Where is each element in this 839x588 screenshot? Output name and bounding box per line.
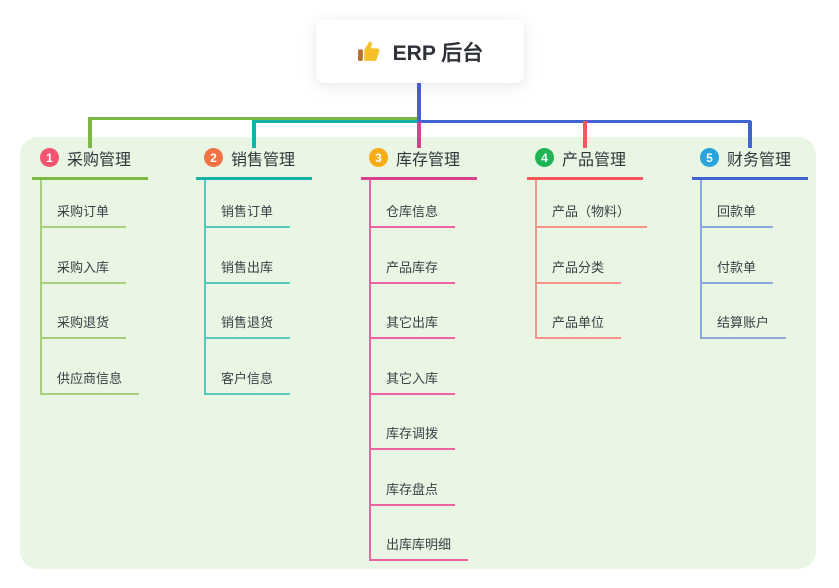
branch-children-4: 产品（物料） 产品分类 产品单位	[535, 180, 648, 339]
child-node[interactable]: 产品分类	[537, 228, 622, 284]
connector-branch-2	[253, 120, 420, 123]
child-node[interactable]: 结算账户	[702, 284, 787, 339]
root-title: ERP 后台	[392, 41, 484, 65]
branch-title-label: 产品管理	[562, 151, 627, 169]
branch-title-4[interactable]: 4 产品管理	[527, 144, 643, 180]
branch-title-label: 采购管理	[67, 151, 132, 169]
child-node[interactable]: 采购退货	[42, 284, 127, 339]
connector-drop-branch-3	[417, 122, 421, 148]
branch-badge-4: 4	[535, 148, 554, 167]
connector-root	[417, 83, 421, 122]
branch-title-5[interactable]: 5 财务管理	[692, 144, 808, 180]
branch-title-label: 库存管理	[396, 151, 461, 169]
child-node[interactable]: 付款单	[702, 228, 774, 284]
branch-title-1[interactable]: 1 采购管理	[32, 144, 148, 180]
child-node[interactable]: 其它出库	[371, 284, 456, 339]
child-node[interactable]: 产品（物料）	[537, 180, 648, 228]
child-node[interactable]: 采购订单	[42, 180, 127, 228]
branch-title-3[interactable]: 3 库存管理	[361, 144, 477, 180]
child-node[interactable]: 仓库信息	[371, 180, 456, 228]
child-node[interactable]: 产品单位	[537, 284, 622, 339]
mindmap-canvas	[20, 137, 816, 569]
branch-children-5: 回款单 付款单 结算账户	[700, 180, 787, 339]
branch-badge-1: 1	[40, 148, 59, 167]
child-node[interactable]: 其它入库	[371, 339, 456, 395]
child-node[interactable]: 客户信息	[206, 339, 291, 395]
branch-title-label: 销售管理	[231, 151, 296, 169]
child-node[interactable]: 销售退货	[206, 284, 291, 339]
connector-drop-branch-2	[252, 120, 256, 148]
child-node[interactable]: 采购入库	[42, 228, 127, 284]
child-node[interactable]: 库存调拨	[371, 395, 456, 450]
connector-drop-branch-5	[748, 121, 752, 148]
child-node[interactable]: 产品库存	[371, 228, 456, 284]
child-node[interactable]: 回款单	[702, 180, 774, 228]
branch-node-5: 5 财务管理 回款单 付款单 结算账户	[692, 144, 839, 339]
connector-drop-branch-4	[583, 121, 587, 148]
branch-badge-5: 5	[700, 148, 719, 167]
branch-node-3: 3 库存管理 仓库信息 产品库存 其它出库 其它入库 库存调拨 库存盘点 出库库…	[361, 144, 511, 561]
branch-node-4: 4 产品管理 产品（物料） 产品分类 产品单位	[527, 144, 677, 339]
connector-branch-1	[88, 117, 420, 120]
child-node[interactable]: 库存盘点	[371, 450, 456, 506]
branch-node-2: 2 销售管理 销售订单 销售出库 销售退货 客户信息	[196, 144, 346, 395]
root-node[interactable]: ERP 后台	[316, 20, 524, 83]
child-node[interactable]: 供应商信息	[42, 339, 140, 395]
branch-title-2[interactable]: 2 销售管理	[196, 144, 312, 180]
branch-children-1: 采购订单 采购入库 采购退货 供应商信息	[40, 180, 140, 395]
branch-children-2: 销售订单 销售出库 销售退货 客户信息	[204, 180, 291, 395]
branch-title-label: 财务管理	[727, 151, 792, 169]
branch-badge-3: 3	[369, 148, 388, 167]
child-node[interactable]: 销售出库	[206, 228, 291, 284]
child-node[interactable]: 销售订单	[206, 180, 291, 228]
connector-drop-branch-1	[88, 117, 92, 148]
branch-node-1: 1 采购管理 采购订单 采购入库 采购退货 供应商信息	[32, 144, 182, 395]
branch-children-3: 仓库信息 产品库存 其它出库 其它入库 库存调拨 库存盘点 出库库明细	[369, 180, 469, 561]
branch-badge-2: 2	[204, 148, 223, 167]
child-node[interactable]: 出库库明细	[371, 506, 469, 561]
thumbs-up-icon	[357, 39, 382, 64]
